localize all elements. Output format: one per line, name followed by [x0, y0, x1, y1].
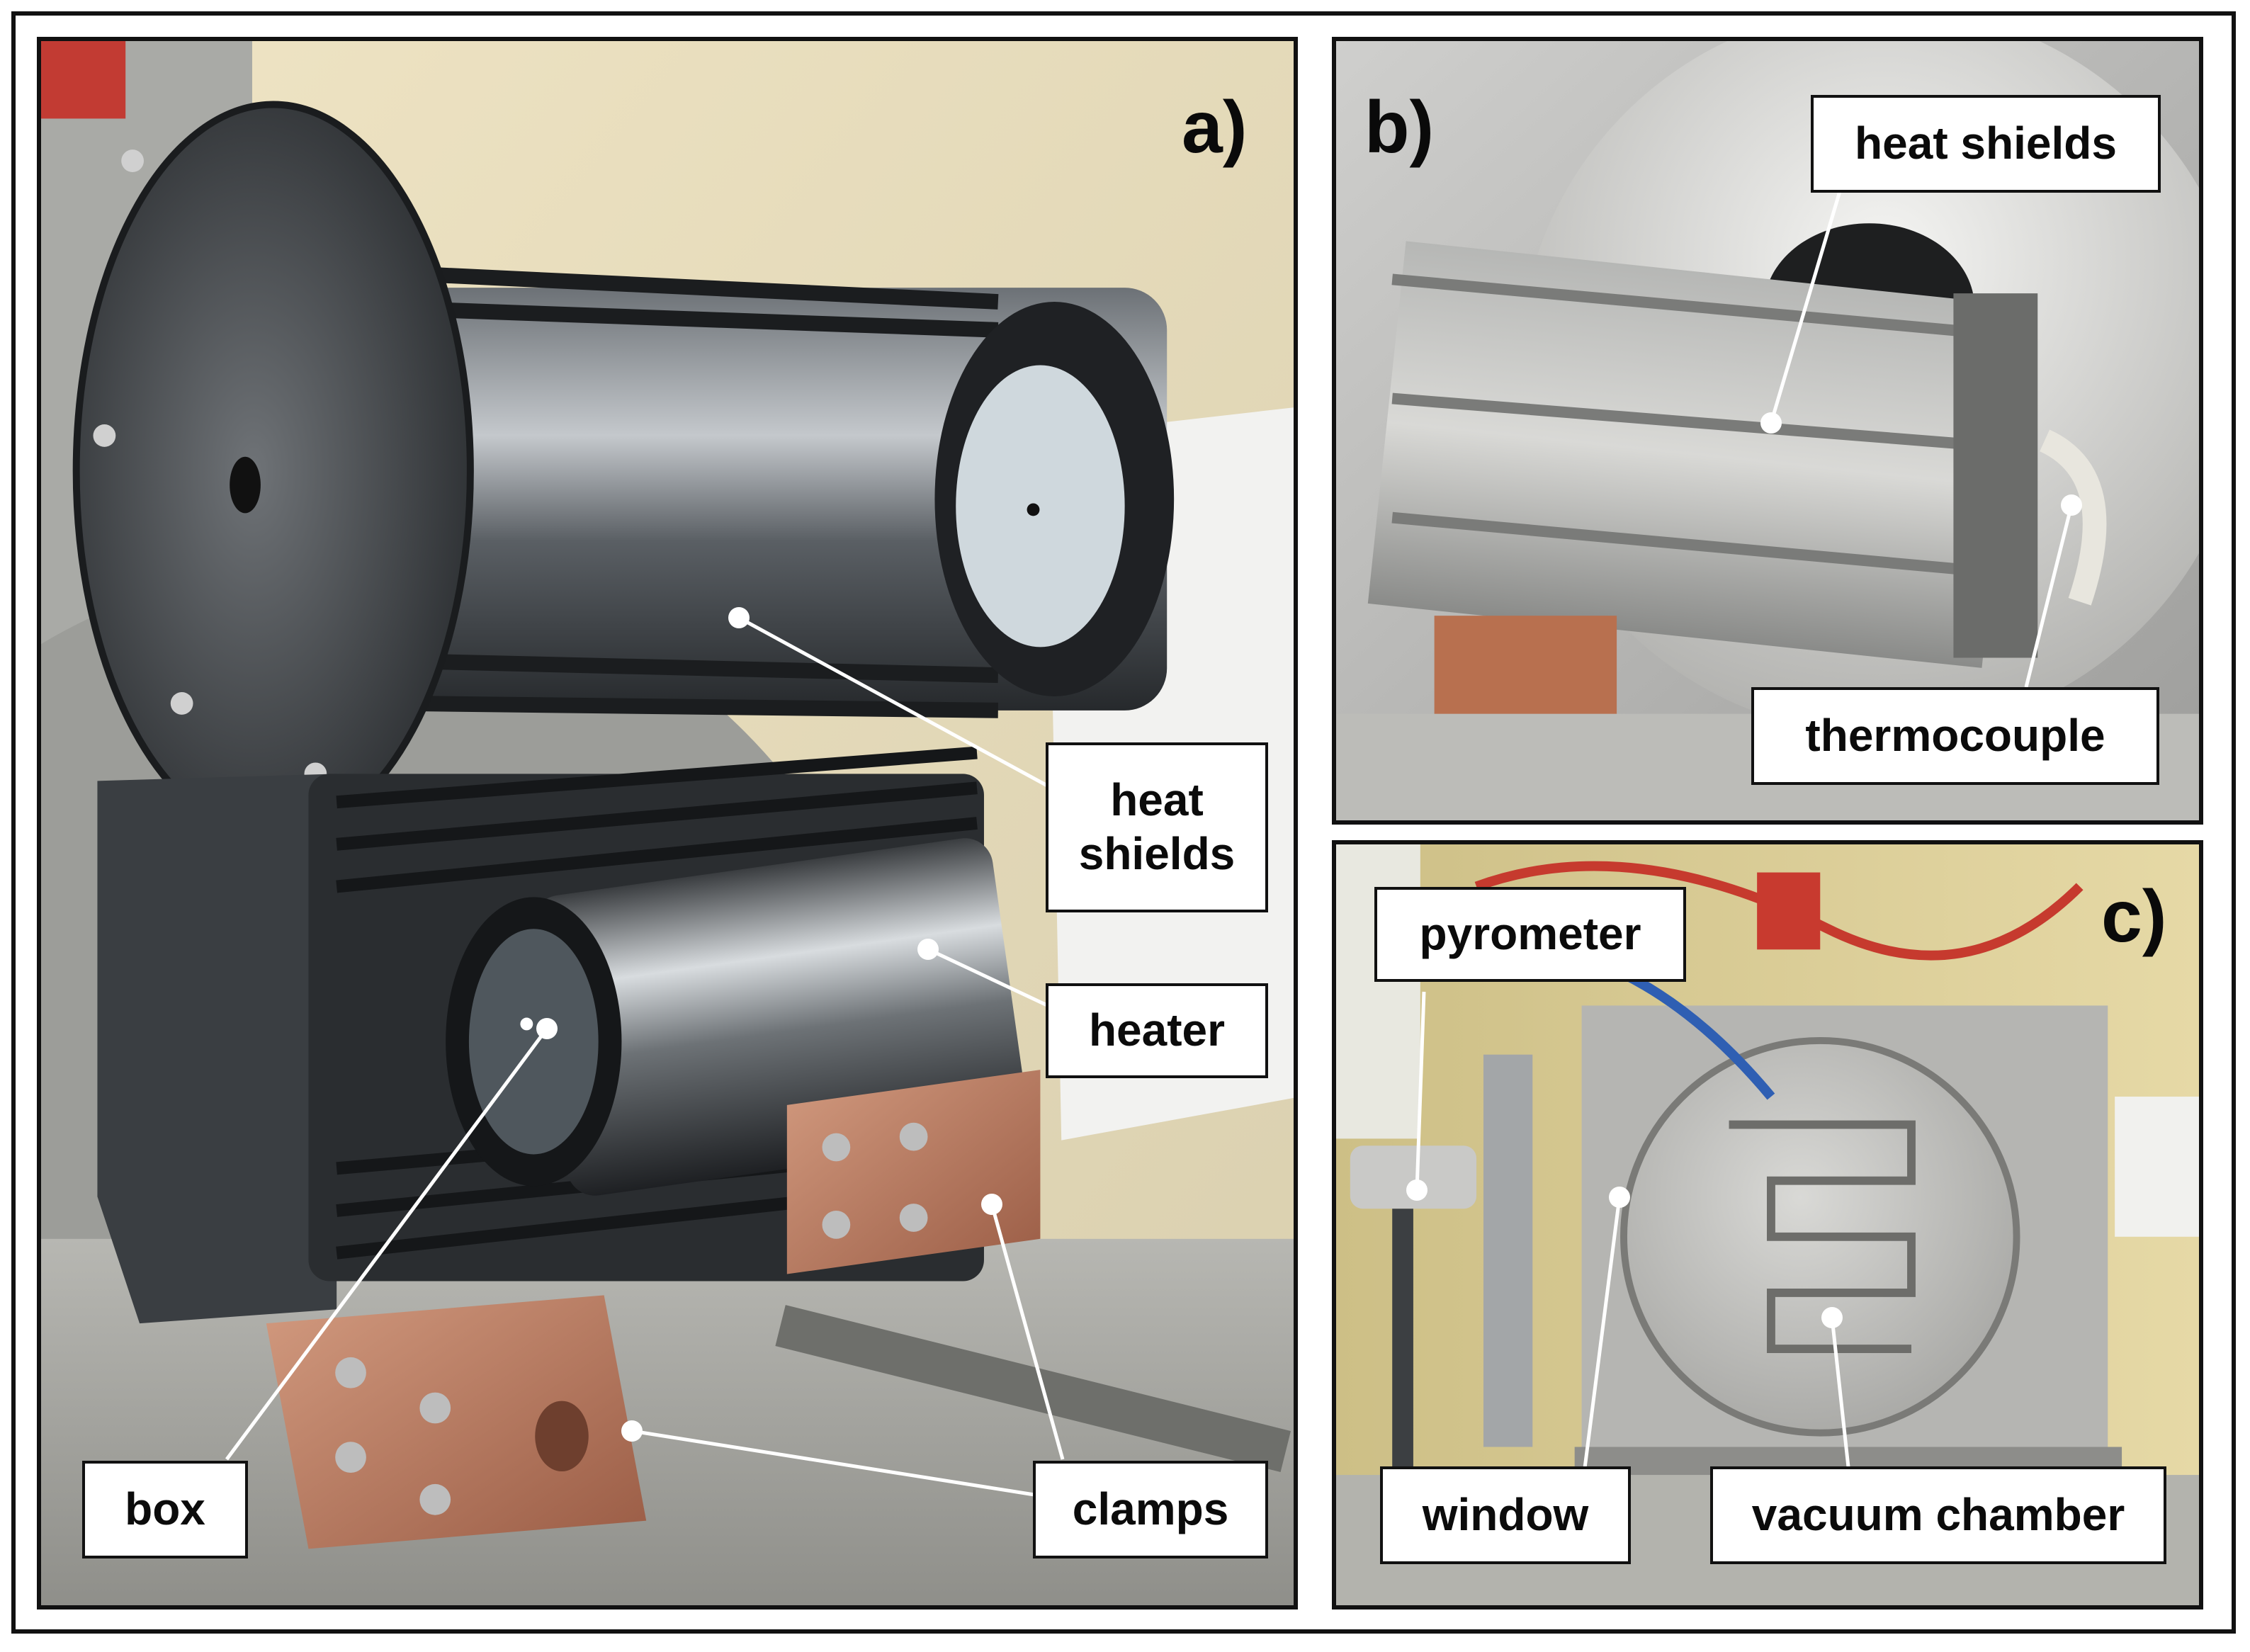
label-a-heater: heater	[1046, 983, 1268, 1078]
label-b-heat-shields: heat shields	[1811, 95, 2161, 193]
panel-a-letter: a)	[1182, 86, 1248, 169]
panel-c-letter: c)	[2101, 876, 2167, 958]
label-b-thermocouple: thermocouple	[1751, 687, 2159, 785]
label-a-heat-shields: heat shields	[1046, 742, 1268, 912]
label-c-vacuum-chamber: vacuum chamber	[1710, 1466, 2166, 1564]
label-a-box: box	[82, 1461, 248, 1558]
label-a-clamps: clamps	[1033, 1461, 1268, 1558]
label-c-window: window	[1380, 1466, 1631, 1564]
panel-b-letter: b)	[1364, 86, 1435, 169]
label-c-pyrometer: pyrometer	[1374, 887, 1686, 982]
